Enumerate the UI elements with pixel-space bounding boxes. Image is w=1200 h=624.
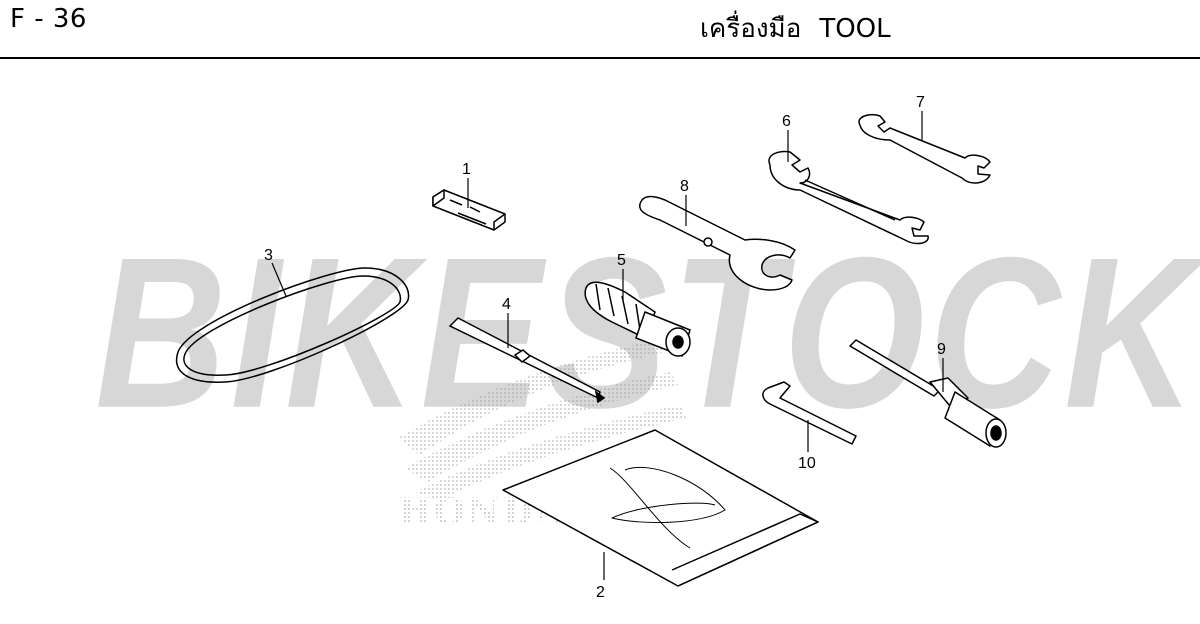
- callout-6: 6: [782, 113, 791, 130]
- callout-2: 2: [596, 584, 605, 601]
- tool-bag-icon: [502, 429, 819, 587]
- spark-plug-wrench-icon: [849, 339, 1007, 448]
- fuse-puller-clip-icon: [432, 189, 506, 231]
- callout-4: 4: [502, 296, 511, 313]
- open-end-wrench-icon: [768, 150, 929, 245]
- callout-7: 7: [916, 94, 925, 111]
- leader-lines: [271, 111, 944, 580]
- page-title: เครื่องมือ TOOL: [700, 8, 891, 49]
- callout-10: 10: [798, 455, 816, 472]
- callout-8: 8: [680, 178, 689, 195]
- callout-9: 9: [937, 341, 946, 358]
- title-thai: เครื่องมือ: [700, 14, 802, 44]
- screwdriver-handle-icon: [584, 281, 691, 357]
- open-end-wrench-small-icon: [858, 113, 991, 184]
- callout-5: 5: [617, 252, 626, 269]
- hex-key-icon: [762, 381, 857, 445]
- callout-3: 3: [264, 247, 273, 264]
- page-code: F - 36: [10, 4, 87, 34]
- strap-loop-icon: [175, 267, 410, 383]
- screwdriver-blade-icon: [448, 317, 606, 404]
- title-english: TOOL: [819, 14, 891, 44]
- title-divider: [0, 57, 1200, 59]
- pin-spanner-wrench-icon: [639, 195, 796, 291]
- callout-1: 1: [462, 161, 471, 178]
- honda-wing-logo: HONDA: [398, 340, 686, 533]
